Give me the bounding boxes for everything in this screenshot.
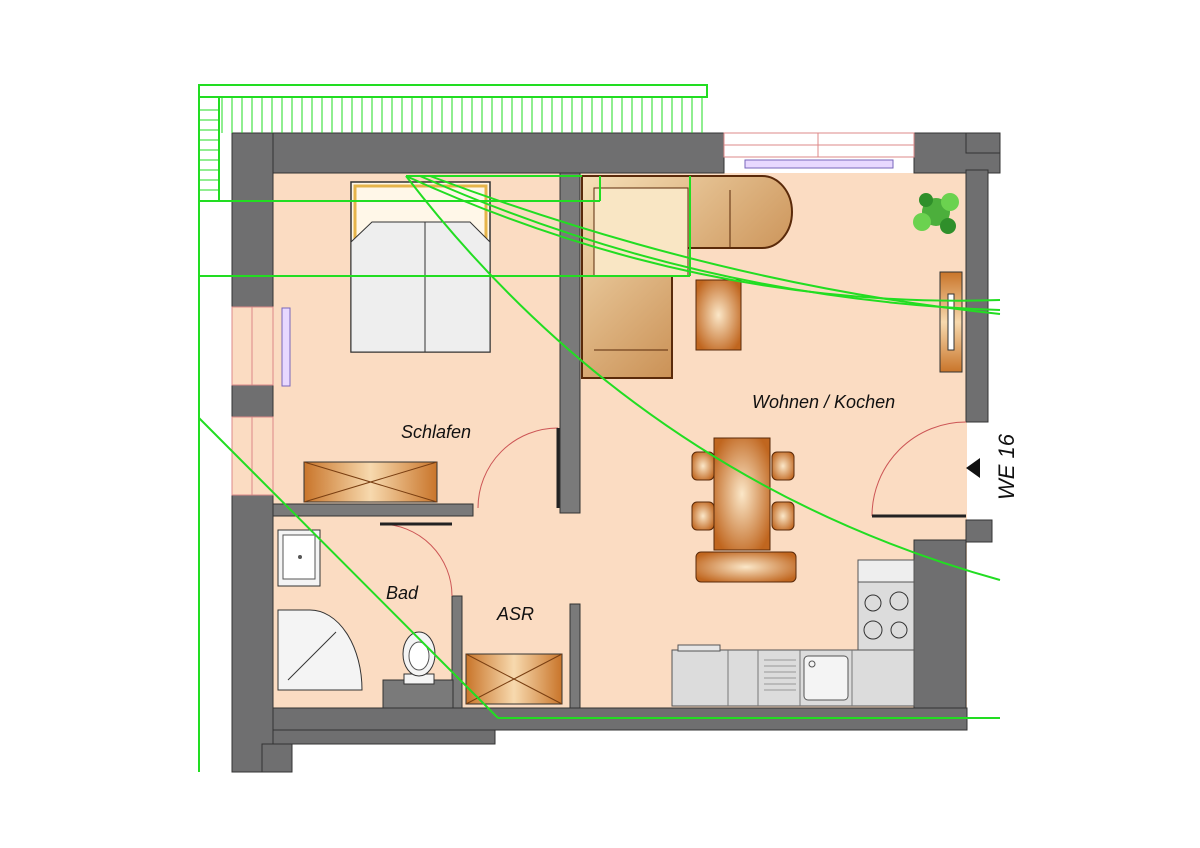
bedroom-dresser xyxy=(303,461,438,503)
stove xyxy=(857,559,915,651)
tv-cabinet xyxy=(939,271,963,373)
overlay-lines xyxy=(198,84,1001,772)
unit-label: WE 16 xyxy=(994,433,1019,500)
dining-table xyxy=(691,437,797,583)
plant xyxy=(913,193,959,234)
room-label-asr: ASR xyxy=(497,604,535,624)
doors xyxy=(379,421,967,597)
shower xyxy=(277,609,363,691)
kitchen-counter xyxy=(671,644,915,707)
double-bed xyxy=(350,181,491,353)
room-label-schlafen: Schlafen xyxy=(401,422,472,442)
room-label-wohnen-kochen: Wohnen / Kochen xyxy=(752,392,896,412)
entrance-arrow-icon xyxy=(966,458,980,478)
toilet xyxy=(402,631,436,685)
terrace-hatching xyxy=(199,97,703,191)
radiators xyxy=(281,159,894,387)
coffee-table xyxy=(695,279,742,351)
washbasin xyxy=(277,529,321,587)
asr-shelf xyxy=(465,653,563,705)
room-label-bad: Bad xyxy=(386,583,419,603)
windows xyxy=(231,132,915,496)
